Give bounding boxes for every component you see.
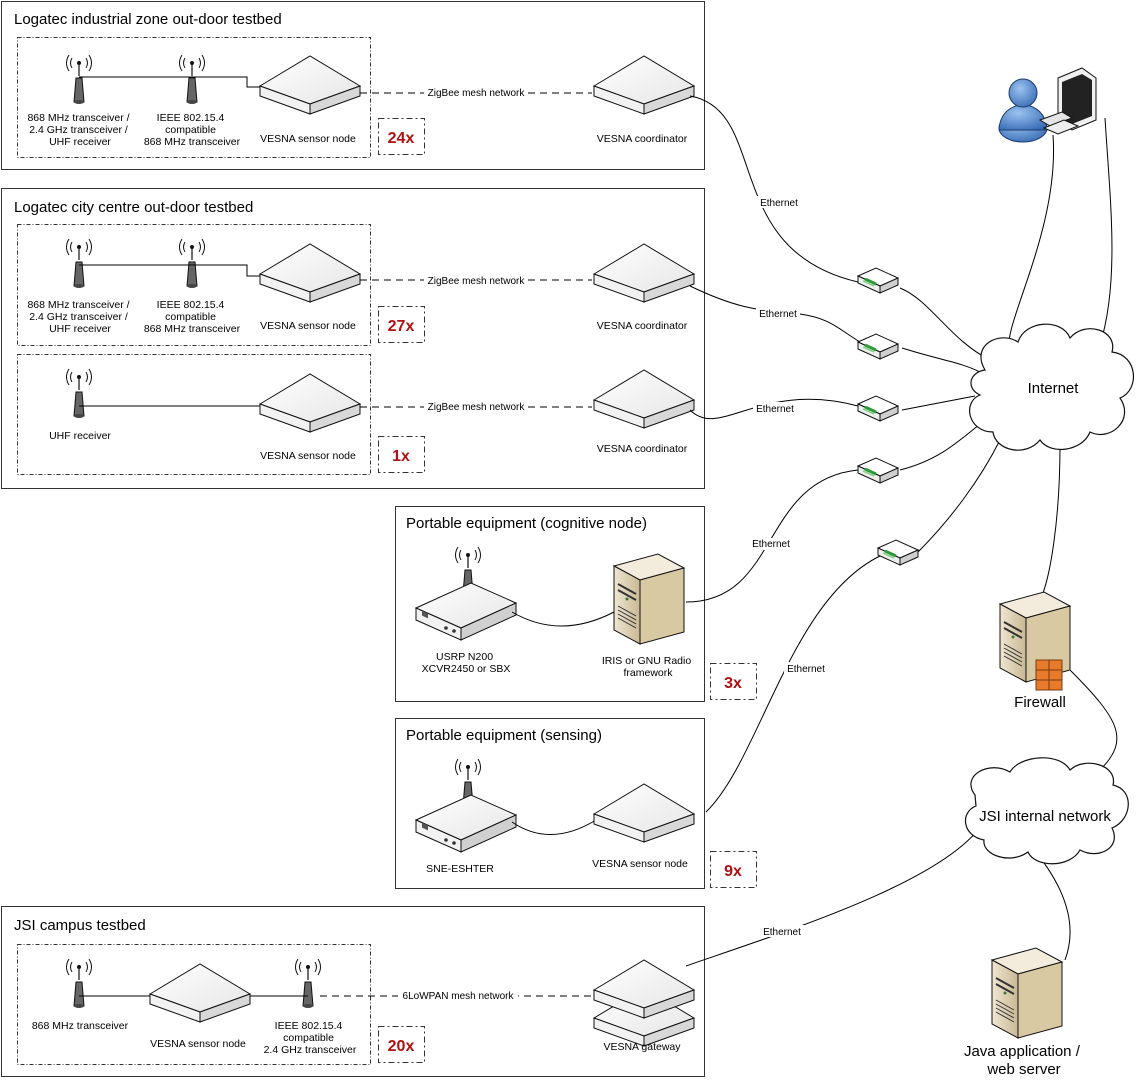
count-badge: 9x bbox=[724, 863, 742, 880]
usrp-radio-icon bbox=[415, 582, 517, 641]
ethernet-label: Ethernet bbox=[760, 198, 798, 209]
vesna-coordinator-icon bbox=[593, 243, 695, 303]
ethernet-label: Ethernet bbox=[752, 539, 790, 550]
firewall-icon: Firewall bbox=[999, 591, 1071, 711]
node-label: VESNA sensor node bbox=[260, 450, 356, 462]
antenna-label: UHF receiver bbox=[49, 430, 111, 442]
node-label: VESNA sensor node bbox=[150, 1038, 246, 1050]
jsi-network-cloud-icon: JSI internal network bbox=[965, 757, 1129, 865]
mesh-network-label: ZigBee mesh network bbox=[428, 88, 526, 99]
group-title: JSI campus testbed bbox=[14, 917, 146, 934]
antenna-label: 868 MHz transceiver bbox=[32, 1020, 129, 1032]
count-badge: 27x bbox=[388, 318, 415, 335]
antenna-icon bbox=[65, 54, 93, 105]
vesna-coordinator-icon bbox=[593, 369, 695, 429]
internet-cloud-icon: Internet bbox=[969, 323, 1134, 451]
jsi-network-label: JSI internal network bbox=[979, 808, 1111, 825]
ethernet-label: Ethernet bbox=[787, 664, 825, 675]
group-cognitive-node: Portable equipment (cognitive node) USRP… bbox=[395, 506, 757, 702]
radio-label: USRP N200 XCVR2450 or SBX bbox=[422, 651, 511, 675]
count-badge: 20x bbox=[388, 1038, 415, 1055]
group-jsi-campus: JSI campus testbed 868 MHz transceiver V… bbox=[1, 906, 705, 1077]
router-icon bbox=[856, 266, 900, 295]
firewall-label: Firewall bbox=[1014, 694, 1066, 711]
server-label: Java application / web server bbox=[964, 1043, 1084, 1078]
group-title: Portable equipment (sensing) bbox=[406, 727, 602, 744]
antenna-icon bbox=[178, 54, 206, 105]
node-label: VESNA sensor node bbox=[260, 320, 356, 332]
count-badge: 24x bbox=[388, 130, 415, 147]
coordinator-label: VESNA coordinator bbox=[597, 443, 688, 455]
group-title: Portable equipment (cognitive node) bbox=[406, 515, 647, 532]
vesna-sensor-node-icon bbox=[259, 55, 361, 115]
router-icon bbox=[876, 538, 920, 567]
antenna-label: IEEE 802.15.4 compatible 2.4 GHz transce… bbox=[264, 1020, 357, 1056]
coordinator-label: VESNA coordinator bbox=[597, 133, 688, 145]
mesh-network-label: 6LoWPAN mesh network bbox=[403, 991, 515, 1002]
network-links: Ethernet Ethernet Ethernet Ethernet Ethe… bbox=[685, 95, 1118, 967]
vesna-sensor-node-icon bbox=[149, 963, 251, 1023]
router-icon bbox=[856, 332, 900, 361]
vesna-sensor-node-icon bbox=[259, 243, 361, 303]
java-web-server-icon: Java application / web server bbox=[964, 947, 1084, 1078]
server-icon bbox=[613, 553, 685, 645]
group-industrial: Logatec industrial zone out-door testbed… bbox=[1, 1, 705, 170]
router-icon bbox=[856, 456, 900, 485]
radio-label: SNE-ESHTER bbox=[426, 863, 494, 875]
ethernet-label: Ethernet bbox=[756, 404, 794, 415]
ethernet-label: Ethernet bbox=[763, 927, 801, 938]
node-label: VESNA sensor node bbox=[260, 133, 356, 145]
ethernet-label: Ethernet bbox=[759, 309, 797, 320]
antenna-icon bbox=[178, 238, 206, 289]
group-title: Logatec industrial zone out-door testbed bbox=[14, 11, 282, 28]
count-badge: 3x bbox=[724, 675, 742, 692]
vesna-coordinator-icon bbox=[593, 55, 695, 115]
antenna-label: IEEE 802.15.4 compatible 868 MHz transce… bbox=[144, 112, 241, 148]
count-badge: 1x bbox=[392, 448, 410, 465]
antenna-label: 868 MHz transceiver / 2.4 GHz transceive… bbox=[27, 112, 132, 148]
router-icon bbox=[856, 394, 900, 423]
group-title: Logatec city centre out-door testbed bbox=[14, 199, 253, 216]
vesna-sensor-node-icon bbox=[593, 783, 695, 843]
antenna-icon bbox=[65, 238, 93, 289]
mesh-network-label: ZigBee mesh network bbox=[428, 402, 526, 413]
node-label: VESNA sensor node bbox=[592, 858, 688, 870]
user-workstation-icon bbox=[998, 67, 1097, 143]
gateway-label: VESNA gateway bbox=[603, 1041, 681, 1053]
antenna-label: IEEE 802.15.4 compatible 868 MHz transce… bbox=[144, 299, 241, 335]
server-label: IRIS or GNU Radio framework bbox=[602, 655, 694, 679]
antenna-icon bbox=[65, 368, 93, 419]
group-city-centre: Logatec city centre out-door testbed 868… bbox=[1, 188, 705, 489]
antenna-icon bbox=[294, 958, 322, 1009]
vesna-sensor-node-icon bbox=[259, 373, 361, 433]
spectrum-sensor-icon bbox=[415, 794, 517, 853]
mesh-network-label: ZigBee mesh network bbox=[428, 276, 526, 287]
antenna-label: 868 MHz transceiver / 2.4 GHz transceive… bbox=[27, 299, 132, 335]
antenna-icon bbox=[65, 958, 93, 1009]
internet-label: Internet bbox=[1028, 380, 1080, 397]
coordinator-label: VESNA coordinator bbox=[597, 320, 688, 332]
group-sensing: Portable equipment (sensing) SNE-ESHTER … bbox=[395, 718, 757, 889]
